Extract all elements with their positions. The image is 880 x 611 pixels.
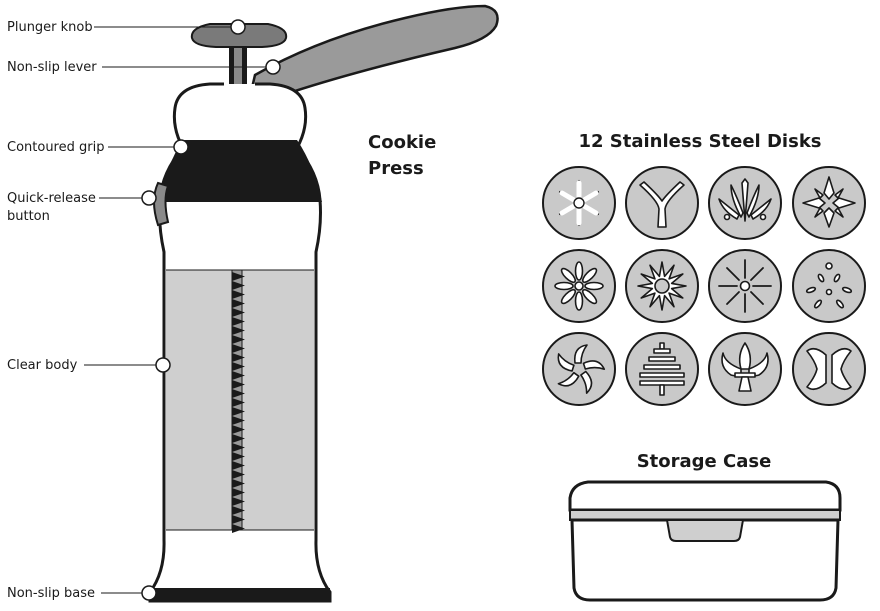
dots-icon — [792, 249, 866, 323]
serrated-plunger-rod — [232, 272, 245, 533]
non-slip-lever — [250, 4, 499, 96]
star-flower-icon — [792, 166, 866, 240]
fleur-de-lis-icon — [708, 332, 782, 406]
plunger-knob — [190, 23, 288, 48]
daisy-icon — [542, 249, 616, 323]
quick-release-button — [153, 181, 170, 227]
callout-clear-body: Clear body — [7, 358, 78, 373]
sunburst-icon — [625, 249, 699, 323]
product-title-line2: Press — [368, 158, 424, 179]
product-title-line1: Cookie — [368, 132, 436, 153]
callout-non-slip-lever: Non-slip lever — [7, 60, 97, 75]
callout-quick-release-line1: Quick-release — [7, 191, 96, 206]
tree-icon — [625, 332, 699, 406]
snowflake-icon — [542, 166, 616, 240]
wheat-icon — [708, 166, 782, 240]
starburst-icon — [708, 249, 782, 323]
callout-plunger-knob: Plunger knob — [7, 20, 93, 35]
y-shape-icon — [625, 166, 699, 240]
callout-contoured-grip: Contoured grip — [7, 140, 104, 155]
disks-title: 12 Stainless Steel Disks — [578, 131, 821, 152]
contoured-grip — [160, 140, 322, 202]
callout-quick-release-line2: button — [7, 209, 50, 224]
storage-case-title: Storage Case — [637, 451, 772, 472]
callout-lines — [84, 19, 281, 601]
cookie-press — [148, 4, 499, 603]
disk-grid — [542, 166, 866, 406]
swirl-icon — [542, 332, 616, 406]
storage-case-latch — [665, 519, 745, 542]
non-slip-base — [150, 588, 330, 601]
storage-case — [568, 480, 842, 602]
butterfly-icon — [792, 332, 866, 406]
callout-non-slip-base: Non-slip base — [7, 586, 95, 601]
